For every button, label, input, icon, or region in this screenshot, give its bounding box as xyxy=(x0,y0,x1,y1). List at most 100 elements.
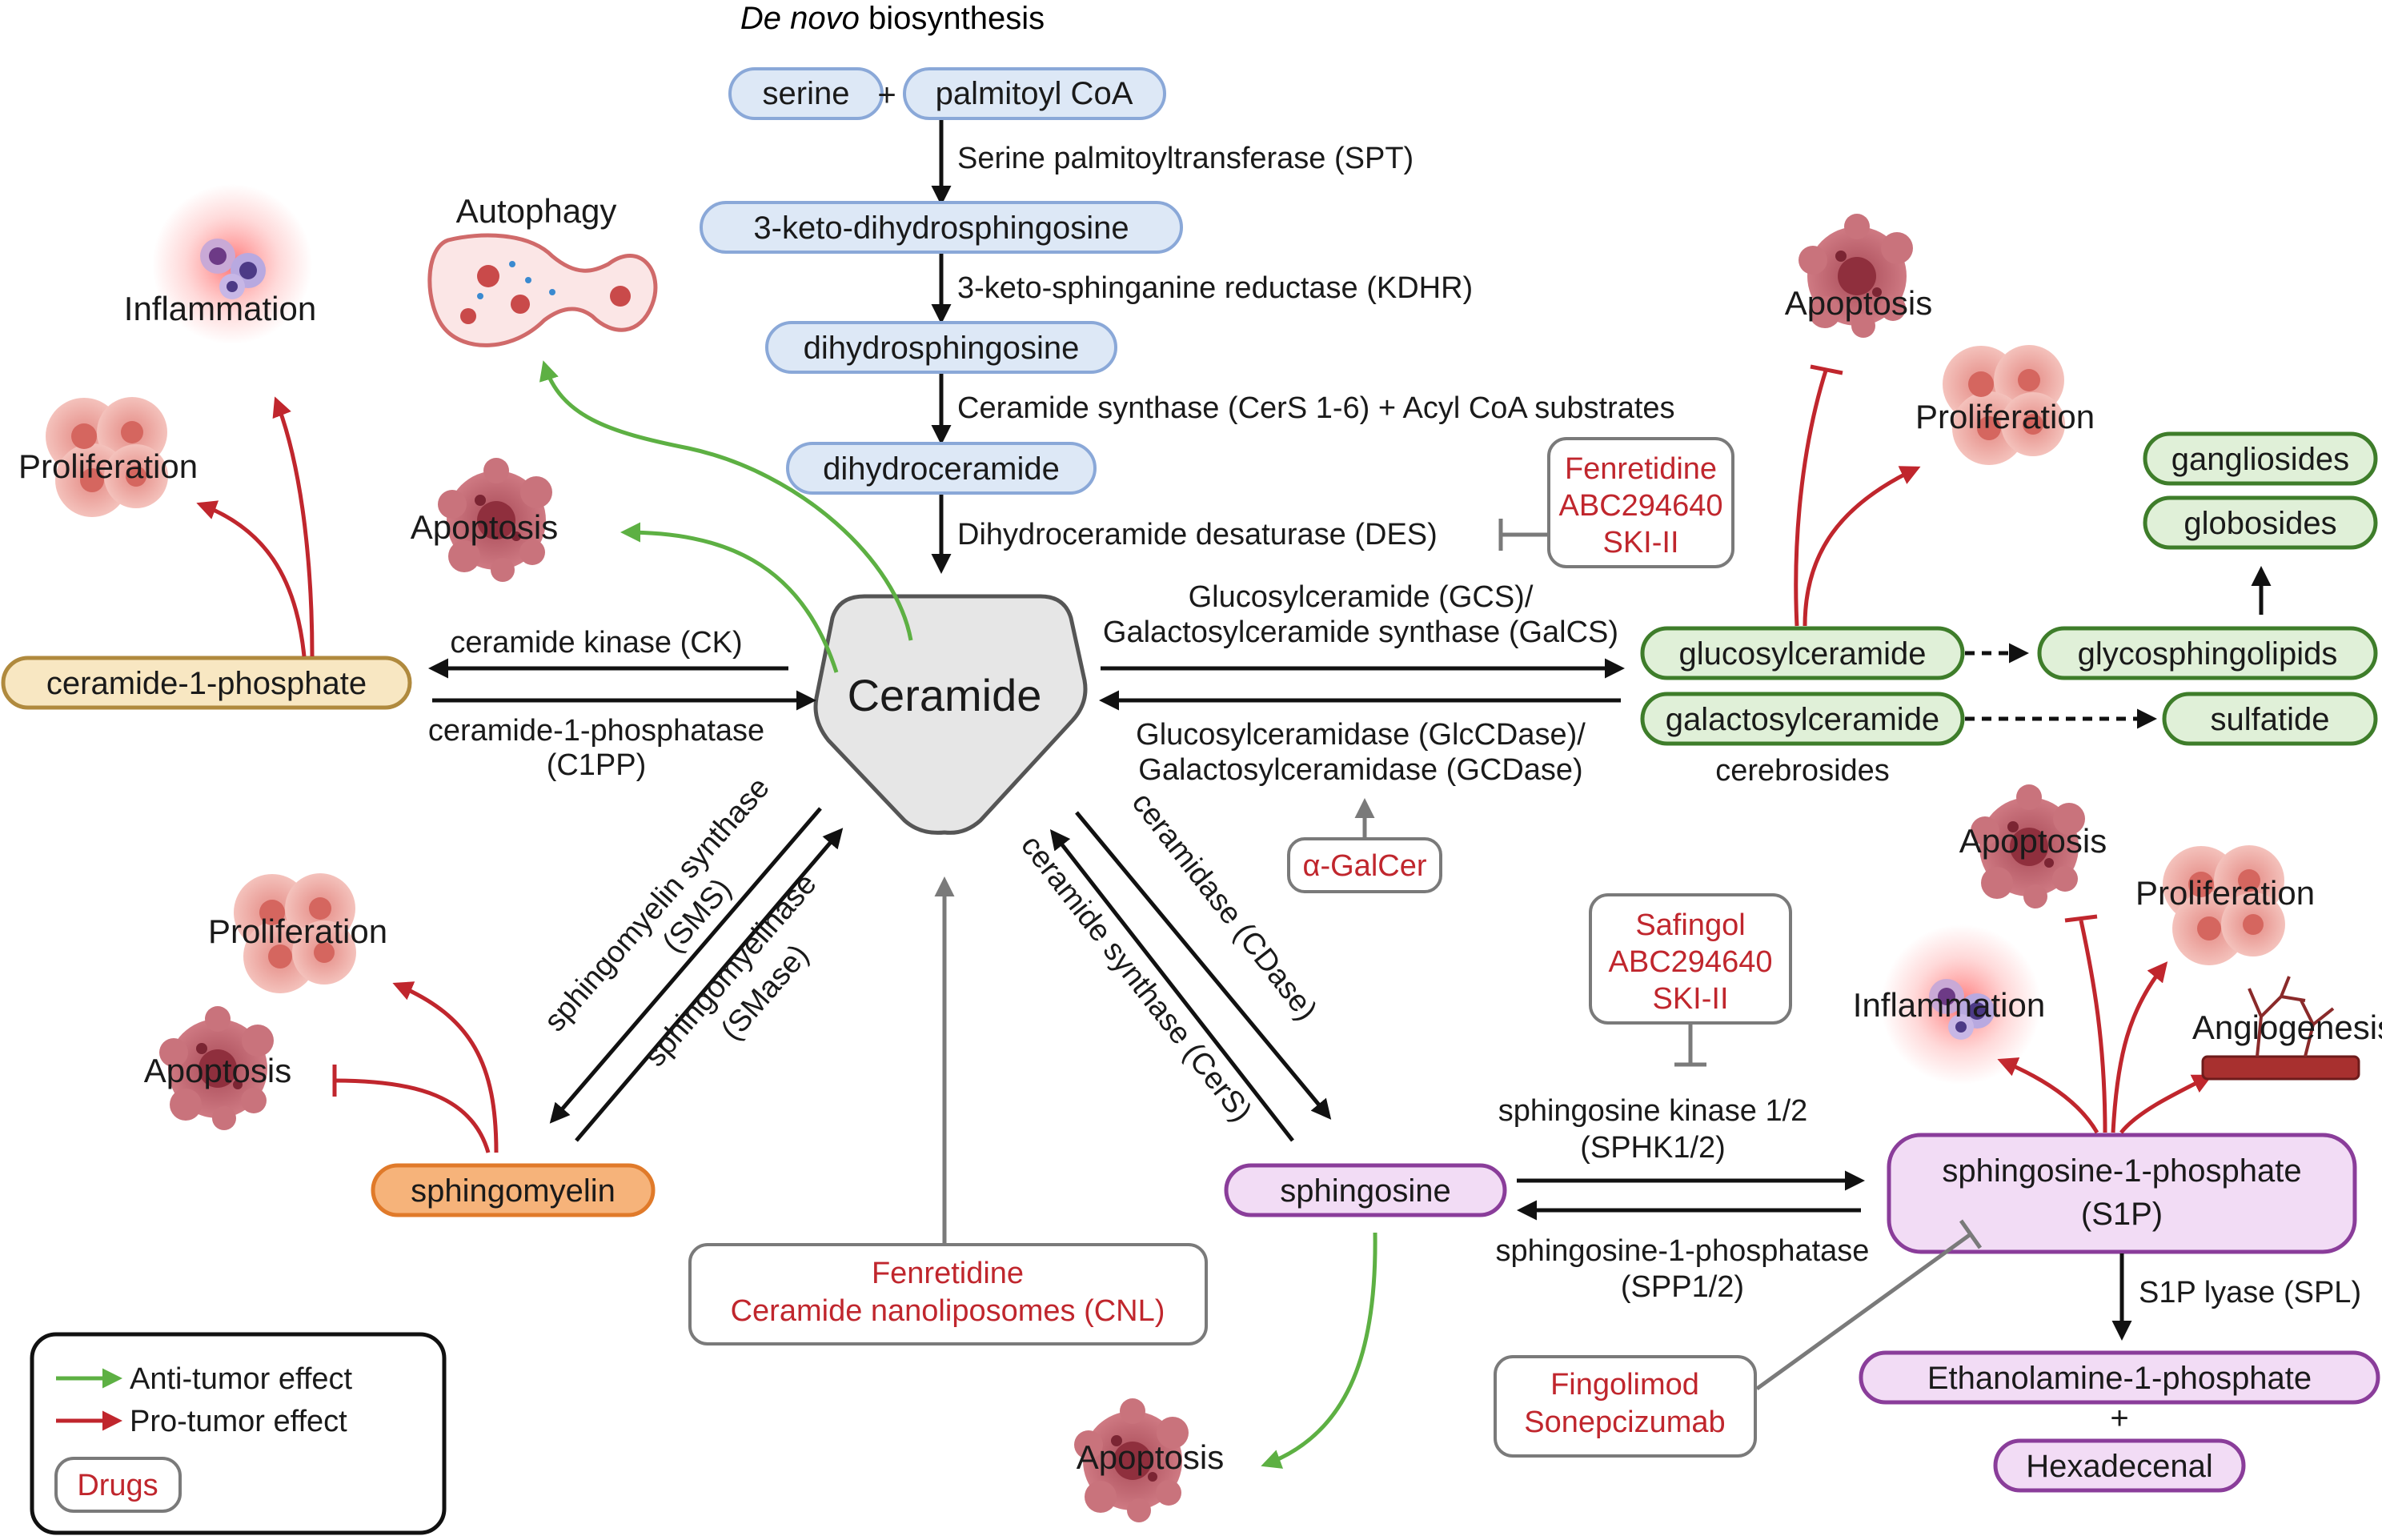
svg-text:Ethanolamine-1-phosphate: Ethanolamine-1-phosphate xyxy=(1927,1361,2312,1396)
svg-text:SKI-II: SKI-II xyxy=(1602,526,1678,559)
svg-text:Ceramide nanoliposomes (CNL): Ceramide nanoliposomes (CNL) xyxy=(731,1294,1165,1328)
enzyme-gcdase: Galactosylceramidase (GCDase) xyxy=(1138,753,1582,787)
svg-text:serine: serine xyxy=(763,76,850,111)
enzyme-c1pp: ceramide-1-phosphatase xyxy=(428,714,764,748)
enzyme-galcs: Galactosylceramide synthase (GalCS) xyxy=(1103,616,1618,649)
svg-text:ABC294640: ABC294640 xyxy=(1559,489,1723,523)
node-gangliosides: gangliosides xyxy=(2143,431,2378,486)
label-cerebrosides: cerebrosides xyxy=(1715,754,1890,788)
svg-text:3-keto-dihydrosphingosine: 3-keto-dihydrosphingosine xyxy=(753,211,1129,246)
effect-apoptosis-sm: Apoptosis xyxy=(144,1052,291,1089)
node-dihydrosphingosine: dihydrosphingosine xyxy=(765,321,1117,374)
node-sphingosine: sphingosine xyxy=(1224,1163,1507,1217)
svg-text:dihydroceramide: dihydroceramide xyxy=(823,451,1060,487)
enzyme-spl: S1P lyase (SPL) xyxy=(2139,1276,2361,1309)
svg-text:galactosylceramide: galactosylceramide xyxy=(1666,702,1939,737)
arrow-proliferation-s1p xyxy=(2111,961,2168,1133)
inhibit-apoptosis-glc xyxy=(1794,367,1829,627)
drug-box-agalcer: α-GalCer xyxy=(1287,837,1442,893)
drug-box-s1p: Fingolimod Sonepcizumab xyxy=(1494,1355,1757,1458)
enzyme-spp: sphingosine-1-phosphatase xyxy=(1496,1234,1870,1268)
arrow-cdase xyxy=(1075,811,1332,1120)
svg-text:globosides: globosides xyxy=(2184,506,2336,541)
arrow-inflammation-s1p xyxy=(1997,1057,2099,1134)
svg-text:gangliosides: gangliosides xyxy=(2171,442,2349,477)
node-glycosphingolipids: glycosphingolipids xyxy=(2037,626,2378,680)
legend-drugs-label: Drugs xyxy=(77,1469,158,1502)
svg-text:glycosphingolipids: glycosphingolipids xyxy=(2078,636,2338,672)
effect-apoptosis-ceramide: Apoptosis xyxy=(411,508,558,546)
svg-text:(S1P): (S1P) xyxy=(2081,1197,2163,1232)
arrow-c1p-inflammation xyxy=(272,396,315,657)
enzyme-sphk-abbr: (SPHK1/2) xyxy=(1580,1131,1726,1165)
effect-proliferation-left: Proliferation xyxy=(18,447,198,485)
effect-autophagy: Autophagy xyxy=(456,192,617,230)
node-sulfatide: sulfatide xyxy=(2162,692,2378,746)
legend-anti-label: Anti-tumor effect xyxy=(130,1362,353,1396)
effect-angiogenesis: Angiogenesis xyxy=(2192,1009,2382,1046)
svg-text:sphingomyelin: sphingomyelin xyxy=(411,1173,616,1209)
angiogenesis-icon xyxy=(2201,976,2360,1081)
svg-text:ceramide-1-phosphate: ceramide-1-phosphate xyxy=(46,666,367,701)
arrow-c1p-proliferation xyxy=(196,500,307,657)
arrow-proliferation-sm xyxy=(392,981,499,1153)
svg-text:Hexadecenal: Hexadecenal xyxy=(2026,1449,2213,1484)
plus-sign: + xyxy=(877,78,896,113)
effect-inflammation-left: Inflammation xyxy=(124,290,316,327)
legend-pro-label: Pro-tumor effect xyxy=(130,1405,347,1438)
enzyme-glccdase: Glucosylceramidase (GlcCDase)/ xyxy=(1136,718,1586,752)
effect-inflammation-s1p: Inflammation xyxy=(1853,986,2045,1024)
svg-text:sphingosine-1-phosphate: sphingosine-1-phosphate xyxy=(1942,1153,2301,1189)
node-globosides: globosides xyxy=(2143,495,2378,550)
svg-text:Sonepcizumab: Sonepcizumab xyxy=(1524,1406,1725,1439)
svg-text:Fenretidine: Fenretidine xyxy=(1565,452,1717,486)
inhibit-apoptosis-sm xyxy=(334,1078,491,1153)
svg-text:SKI-II: SKI-II xyxy=(1652,982,1728,1016)
legend-drug-box xyxy=(54,1457,182,1513)
svg-text:sphingosine: sphingosine xyxy=(1280,1173,1451,1209)
inhibit-s1p xyxy=(1755,1232,1972,1391)
enzyme-sphk: sphingosine kinase 1/2 xyxy=(1498,1094,1808,1128)
svg-text:α-GalCer: α-GalCer xyxy=(1303,849,1427,883)
node-s1p: sphingosine-1-phosphate (S1P) xyxy=(1887,1133,2357,1254)
effect-apoptosis-sph: Apoptosis xyxy=(1077,1438,1224,1476)
title: De novo biosynthesis xyxy=(740,1,1045,36)
legend: Anti-tumor effect Pro-tumor effect Drugs xyxy=(30,1332,447,1535)
svg-text:sulfatide: sulfatide xyxy=(2211,702,2330,737)
node-serine: serine xyxy=(728,67,884,120)
svg-text:ABC294640: ABC294640 xyxy=(1609,945,1773,979)
arrow-apoptosis-sph xyxy=(1261,1232,1377,1469)
enzyme-c1pp-abbr: (C1PP) xyxy=(547,748,647,782)
svg-text:glucosylceramide: glucosylceramide xyxy=(1678,636,1926,672)
node-glucosylceramide: glucosylceramide xyxy=(1640,626,1965,680)
enzyme-cers: ceramide synthase (CerS) xyxy=(1014,829,1258,1129)
svg-text:palmitoyl CoA: palmitoyl CoA xyxy=(936,76,1133,111)
svg-text:Fingolimod: Fingolimod xyxy=(1550,1368,1699,1402)
effect-apoptosis-s1p: Apoptosis xyxy=(1959,822,2107,860)
arrow-cers xyxy=(1049,829,1294,1142)
svg-text:dihydrosphingosine: dihydrosphingosine xyxy=(804,331,1080,366)
enzyme-cers16: Ceramide synthase (CerS 1-6) + Acyl CoA … xyxy=(957,391,1675,425)
arrow-autophagy xyxy=(539,360,913,641)
arrow-apoptosis-ceramide xyxy=(620,522,839,673)
node-dihydroceramide: dihydroceramide xyxy=(786,442,1097,495)
node-3-keto: 3-keto-dihydrosphingosine xyxy=(700,201,1183,254)
arrow-sms xyxy=(549,807,822,1124)
arrow-smase xyxy=(575,828,844,1142)
enzyme-kdhr: 3-keto-sphinganine reductase (KDHR) xyxy=(957,271,1473,305)
node-ceramide: Ceramide xyxy=(813,594,1088,835)
svg-text:Fenretidine: Fenretidine xyxy=(872,1257,1024,1290)
drug-box-des: Fenretidine ABC294640 SKI-II xyxy=(1547,437,1734,568)
drug-box-cnl: Fenretidine Ceramide nanoliposomes (CNL) xyxy=(688,1243,1208,1345)
enzyme-spt: Serine palmitoyltransferase (SPT) xyxy=(957,142,1414,175)
effect-apoptosis-glc: Apoptosis xyxy=(1785,284,1932,322)
node-palmitoyl-coa: palmitoyl CoA xyxy=(903,67,1166,120)
effect-proliferation-glc: Proliferation xyxy=(1915,398,2095,435)
enzyme-des: Dihydroceramide desaturase (DES) xyxy=(957,518,1438,551)
svg-text:Ceramide: Ceramide xyxy=(848,670,1042,720)
node-sphingomyelin: sphingomyelin xyxy=(371,1163,656,1217)
enzyme-ck: ceramide kinase (CK) xyxy=(450,626,742,660)
node-galactosylceramide: galactosylceramide xyxy=(1640,692,1965,746)
arrow-proliferation-glc xyxy=(1803,466,1921,627)
